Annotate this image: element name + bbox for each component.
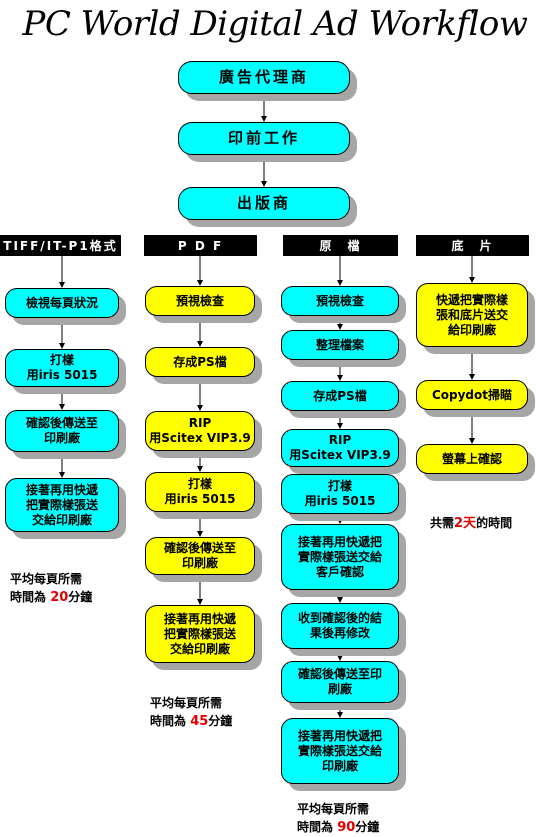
column-4-entry-arrow-head <box>469 277 475 283</box>
column-1-step-2: 打樣 用iris 5015 <box>5 349 119 387</box>
column-3-step-4: RIP 用Scitex VIP3.9 <box>281 429 399 467</box>
column-3-step-8-label: 確認後傳送至印 刷廠 <box>297 667 382 696</box>
column-header-2: P D F <box>144 235 257 256</box>
column-1-step-4: 接著再用快遞 把實際樣張送 交給印刷廠 <box>5 478 119 532</box>
column-2-arrow-1-head <box>197 341 203 347</box>
summary-value: 90 <box>337 820 356 835</box>
summary-suffix: 分鐘 <box>355 820 380 834</box>
column-3-step-8: 確認後傳送至印 刷廠 <box>281 661 399 703</box>
column-2-step-2: 存成PS檔 <box>145 347 255 377</box>
top-flow-node-1: 廣告代理商 <box>178 61 350 94</box>
column-2-arrow-3-head <box>197 466 203 472</box>
column-3-step-5-label: 打樣 用iris 5015 <box>304 479 376 508</box>
column-2-step-2-label: 存成PS檔 <box>173 354 227 369</box>
column-3-step-3: 存成PS檔 <box>281 381 399 411</box>
summary-prefix: 平均每頁所需 時間為 <box>150 696 223 728</box>
column-header-4: 底 片 <box>416 235 529 256</box>
column-4-step-2-label: Copydot掃瞄 <box>431 387 513 402</box>
column-4-arrow-2-head <box>469 438 475 444</box>
column-2-summary: 平均每頁所需 時間為 45分鐘 <box>150 694 232 731</box>
column-4-arrow-1-head <box>469 374 475 380</box>
column-4-step-3-label: 螢幕上確認 <box>441 451 502 466</box>
column-1-summary: 平均每頁所需 時間為 20分鐘 <box>10 570 92 607</box>
column-3-summary: 平均每頁所需 時間為 90分鐘 <box>297 800 379 837</box>
column-3-arrow-7-head <box>337 655 343 661</box>
column-2-step-5: 確認後傳送至 印刷廠 <box>145 537 255 575</box>
summary-value: 2天 <box>454 516 477 531</box>
summary-prefix: 平均每頁所需 時間為 <box>10 572 83 604</box>
column-2-step-6: 接著再用快遞 把實際樣張送 交給印刷廠 <box>145 605 255 663</box>
column-3-step-2-label: 整理檔案 <box>315 337 364 352</box>
summary-value: 20 <box>50 590 69 605</box>
column-1-entry-arrow-head <box>59 282 65 288</box>
summary-value: 45 <box>190 714 209 729</box>
column-3-arrow-4-head <box>337 468 343 474</box>
summary-prefix: 平均每頁所需 時間為 <box>297 802 370 834</box>
column-header-1: TIFF/IT-P1格式 <box>0 235 121 256</box>
top-flow-arrow-1-head <box>261 116 267 122</box>
column-4-step-1: 快遞把實際樣 張和底片送交 給印刷廠 <box>416 283 528 347</box>
column-3-arrow-2-head <box>337 375 343 381</box>
column-3-step-7-label: 收到確認後的結 果後再修改 <box>297 611 382 640</box>
diagram-title: PC World Digital Ad Workflow <box>22 4 528 44</box>
column-1-arrow-3-head <box>59 472 65 478</box>
column-1-step-1: 檢視每頁狀況 <box>5 288 119 318</box>
column-3-arrow-6-head <box>337 597 343 603</box>
column-3-step-6: 接著再用快遞把 實際樣張送交給 客戶確認 <box>281 524 399 590</box>
top-flow-node-3-label: 出版商 <box>236 194 291 212</box>
top-flow-arrow-2-head <box>261 181 267 187</box>
summary-suffix: 的時間 <box>476 516 513 530</box>
column-4-step-1-label: 快遞把實際樣 張和底片送交 給印刷廠 <box>435 292 508 337</box>
column-1-arrow-1-head <box>59 343 65 349</box>
column-2-step-1-label: 預視檢查 <box>175 293 224 308</box>
column-1-step-1-label: 檢視每頁狀況 <box>25 295 98 310</box>
column-3-step-1: 預視檢查 <box>281 286 399 316</box>
column-2-step-6-label: 接著再用快遞 把實際樣張送 交給印刷廠 <box>163 611 236 656</box>
top-flow-node-1-label: 廣告代理商 <box>218 68 309 86</box>
column-1-step-2-label: 打樣 用iris 5015 <box>26 353 98 382</box>
column-3-step-9-label: 接著再用快遞把 實際樣張送交給 印刷廠 <box>297 728 382 773</box>
column-2-step-4-label: 打樣 用iris 5015 <box>164 477 236 506</box>
summary-suffix: 分鐘 <box>208 714 233 728</box>
column-3-arrow-5-head <box>337 518 343 524</box>
top-flow-node-3: 出版商 <box>178 187 350 220</box>
column-2-step-5-label: 確認後傳送至 印刷廠 <box>163 541 236 570</box>
top-flow-node-2-label: 印前工作 <box>227 129 300 147</box>
column-2-arrow-5-head <box>197 599 203 605</box>
column-3-step-5: 打樣 用iris 5015 <box>281 474 399 514</box>
column-3-step-9: 接著再用快遞把 實際樣張送交給 印刷廠 <box>281 718 399 784</box>
column-header-3: 原 檔 <box>283 235 398 256</box>
column-3-arrow-1-head <box>337 324 343 330</box>
column-2-step-1: 預視檢查 <box>145 286 255 316</box>
column-2-step-3-label: RIP 用Scitex VIP3.9 <box>149 416 251 445</box>
column-3-step-7: 收到確認後的結 果後再修改 <box>281 603 399 649</box>
column-4-summary: 共需2天的時間 <box>430 514 512 533</box>
column-4-step-2: Copydot掃瞄 <box>416 380 528 410</box>
column-3-arrow-8-head <box>337 712 343 718</box>
column-1-step-3: 確認後傳送至 印刷廠 <box>5 410 119 452</box>
column-1-step-4-label: 接著再用快遞 把實際樣張送 交給印刷廠 <box>25 482 98 527</box>
column-3-arrow-3-head <box>337 423 343 429</box>
column-2-step-3: RIP 用Scitex VIP3.9 <box>145 411 255 451</box>
column-3-step-4-label: RIP 用Scitex VIP3.9 <box>289 433 391 462</box>
summary-prefix: 共需 <box>430 516 455 530</box>
column-1-arrow-2-head <box>59 404 65 410</box>
column-2-arrow-2-head <box>197 405 203 411</box>
column-2-arrow-4-head <box>197 531 203 537</box>
column-2-entry-arrow-head <box>197 280 203 286</box>
summary-suffix: 分鐘 <box>68 590 93 604</box>
column-4-step-3: 螢幕上確認 <box>416 444 528 474</box>
column-3-step-2: 整理檔案 <box>281 330 399 360</box>
column-3-step-3-label: 存成PS檔 <box>313 388 367 403</box>
top-flow-node-2: 印前工作 <box>178 122 350 155</box>
column-3-entry-arrow-head <box>337 280 343 286</box>
column-3-step-6-label: 接著再用快遞把 實際樣張送交給 客戶確認 <box>297 534 382 579</box>
column-2-step-4: 打樣 用iris 5015 <box>145 472 255 512</box>
column-3-step-1-label: 預視檢查 <box>315 293 364 308</box>
column-1-step-3-label: 確認後傳送至 印刷廠 <box>25 416 98 445</box>
